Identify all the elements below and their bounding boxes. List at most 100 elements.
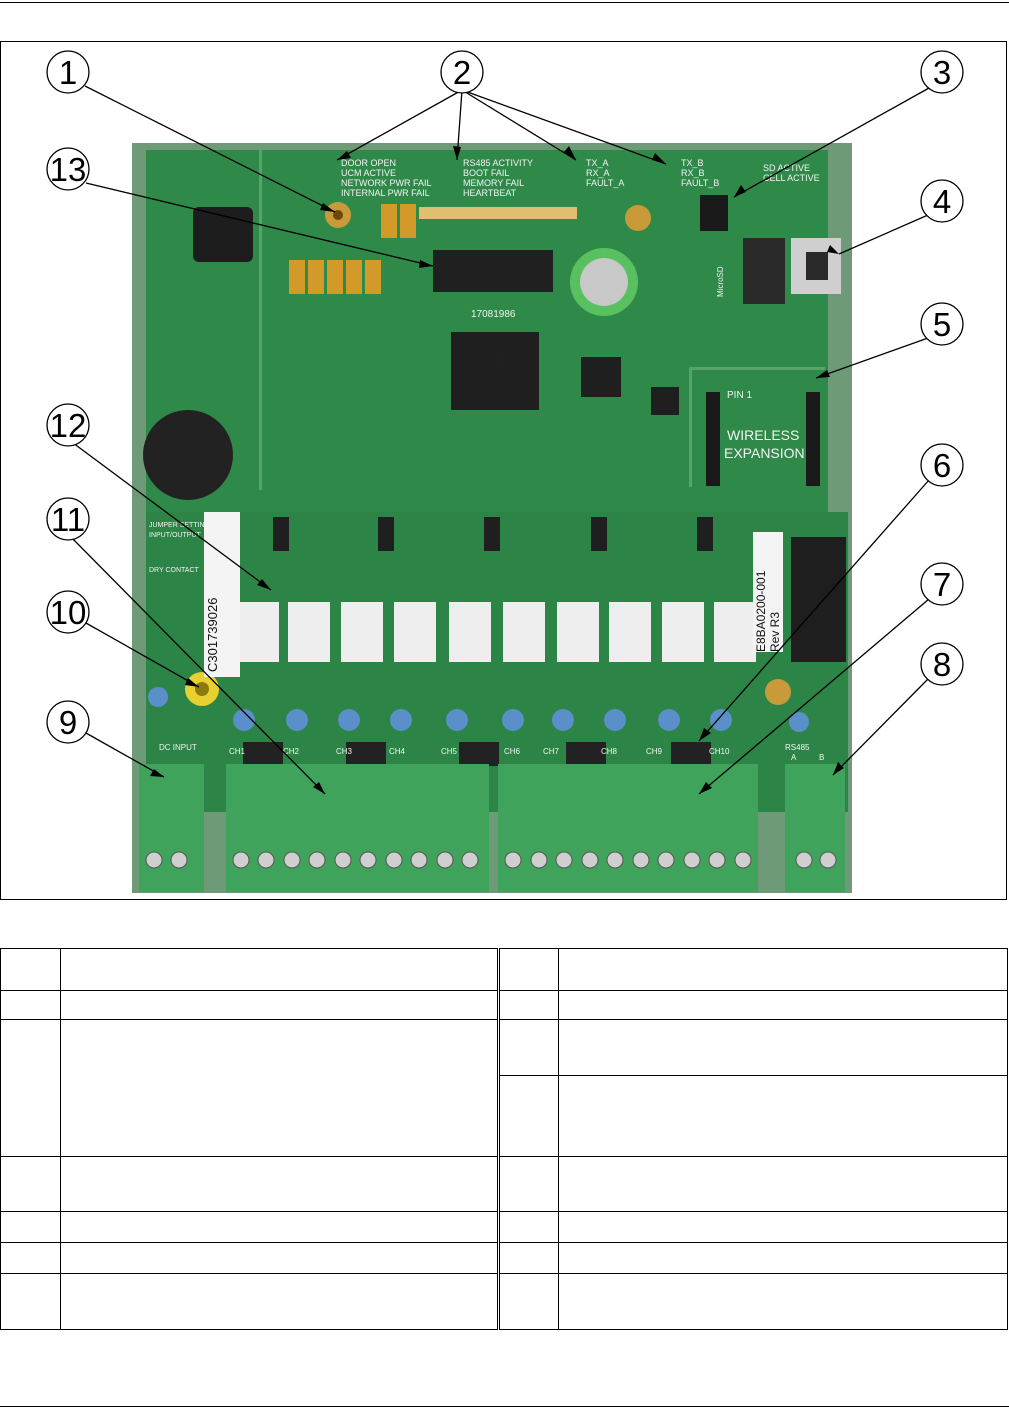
rs485-b-label: B	[819, 753, 824, 762]
table-cell	[558, 1273, 1008, 1330]
table-cell	[60, 990, 500, 1020]
channel-label: CH6	[504, 747, 521, 756]
table-cell	[0, 990, 61, 1020]
led-label: RX_A	[586, 168, 610, 178]
table-cell	[0, 1242, 61, 1274]
rs485-a-label: A	[791, 753, 797, 762]
usb-connector-port	[806, 252, 828, 280]
revision-label: Rev R3	[768, 612, 782, 652]
microcontroller	[451, 332, 539, 410]
table-cell	[498, 1075, 559, 1157]
callout-number: 6	[933, 447, 951, 484]
wireless-label: WIRELESS	[727, 427, 799, 443]
pcb-section-outline	[691, 367, 825, 370]
table-cell	[558, 1019, 1008, 1076]
callout-6: 6	[920, 443, 964, 487]
callout-leaders	[64, 85, 930, 795]
mounting-hole	[625, 205, 651, 231]
table-cell	[558, 1156, 1008, 1212]
pin-strip	[419, 207, 577, 219]
channel-labels: CH1 CH2 CH3 CH4 CH5 CH6 CH7 CH8 CH9 CH10	[229, 747, 730, 756]
table-cell	[558, 1242, 1008, 1274]
microsd-label: MicroSD	[716, 266, 725, 297]
pin1-label: PIN 1	[727, 390, 752, 401]
led-label-group-3: TX_A RX_A FAULT_A	[586, 158, 624, 188]
callout-7: 7	[920, 562, 964, 606]
table-cell	[0, 1273, 61, 1330]
callout-number: 11	[51, 501, 85, 538]
chip	[651, 387, 679, 415]
table-cell	[558, 990, 1008, 1020]
capacitor-block	[365, 260, 381, 294]
callout-5: 5	[920, 302, 964, 346]
table-row	[0, 948, 1008, 991]
table-cell	[60, 1156, 500, 1212]
capacitor-block	[308, 260, 324, 294]
table-cell	[0, 1156, 61, 1212]
led-label: NETWORK PWR FAIL	[341, 178, 432, 188]
callout-1: 1	[46, 50, 90, 94]
table-cell	[498, 948, 559, 991]
table-cell	[498, 1242, 559, 1274]
led-label: UCM ACTIVE	[341, 168, 396, 178]
table-cell	[498, 1273, 559, 1330]
capacitor-block	[400, 204, 416, 238]
channel-label: CH1	[229, 747, 246, 756]
microsd-slot	[743, 238, 785, 304]
table-cell	[558, 948, 1008, 991]
channel-label: CH3	[336, 747, 353, 756]
driver-chip-row	[273, 517, 713, 551]
led-label: BOOT FAIL	[463, 168, 509, 178]
led-label: TX_B	[681, 158, 704, 168]
led-label: FAULT_A	[586, 178, 624, 188]
callout-number: 12	[50, 407, 87, 444]
mounting-hole-yellow-center	[195, 682, 209, 696]
mounting-hole-center	[333, 210, 343, 220]
capacitor-block	[327, 260, 343, 294]
callout-arrowheads	[150, 146, 844, 794]
callout-12: 12	[46, 403, 90, 447]
terminal-block-power	[139, 764, 204, 892]
serial-label: C301739026	[205, 598, 220, 672]
chip	[581, 357, 621, 397]
table-cell	[498, 990, 559, 1020]
led-label: INTERNAL PWR FAIL	[341, 188, 430, 198]
top-rule	[0, 2, 1009, 3]
relay-row	[237, 602, 756, 662]
callout-9: 9	[46, 700, 90, 744]
buzzer	[143, 410, 233, 500]
surge-protector-row	[148, 687, 809, 732]
callout-10: 10	[46, 590, 90, 634]
led-label: FAULT_B	[681, 178, 719, 188]
led-label: TX_A	[586, 158, 609, 168]
revision-sticker	[753, 532, 783, 652]
table-cell	[0, 1211, 61, 1243]
table-cell	[60, 948, 500, 991]
switch-connector	[700, 195, 728, 231]
chip-code-label: 17081986	[471, 309, 516, 320]
led-label-group-4: TX_B RX_B FAULT_B	[681, 158, 719, 188]
mounting-hole	[765, 679, 791, 705]
callout-4: 4	[920, 179, 964, 223]
table-row	[0, 1019, 1008, 1157]
terminal-block-left	[226, 764, 489, 892]
callout-number: 1	[59, 54, 77, 91]
callout-number: 3	[933, 54, 951, 91]
table-cell	[60, 1211, 500, 1243]
table-row	[0, 1156, 1008, 1212]
callout-number: 13	[50, 151, 87, 188]
led-label: RS485 ACTIVITY	[463, 158, 533, 168]
channel-label: CH5	[441, 747, 458, 756]
callout-number: 2	[453, 54, 471, 91]
callout-13: 13	[46, 147, 90, 191]
callout-number: 10	[50, 594, 87, 631]
capacitor-block	[346, 260, 362, 294]
callout-number: 4	[933, 183, 951, 220]
dry-contact-label: DRY CONTACT	[149, 567, 200, 574]
jumper-io-label: INPUT/OUTPUT	[149, 532, 201, 539]
terminal-block-right	[498, 764, 758, 892]
table-cell	[0, 948, 61, 991]
table-cell	[558, 1075, 1008, 1157]
table-row	[0, 1242, 1008, 1274]
callout-number: 9	[59, 704, 77, 741]
